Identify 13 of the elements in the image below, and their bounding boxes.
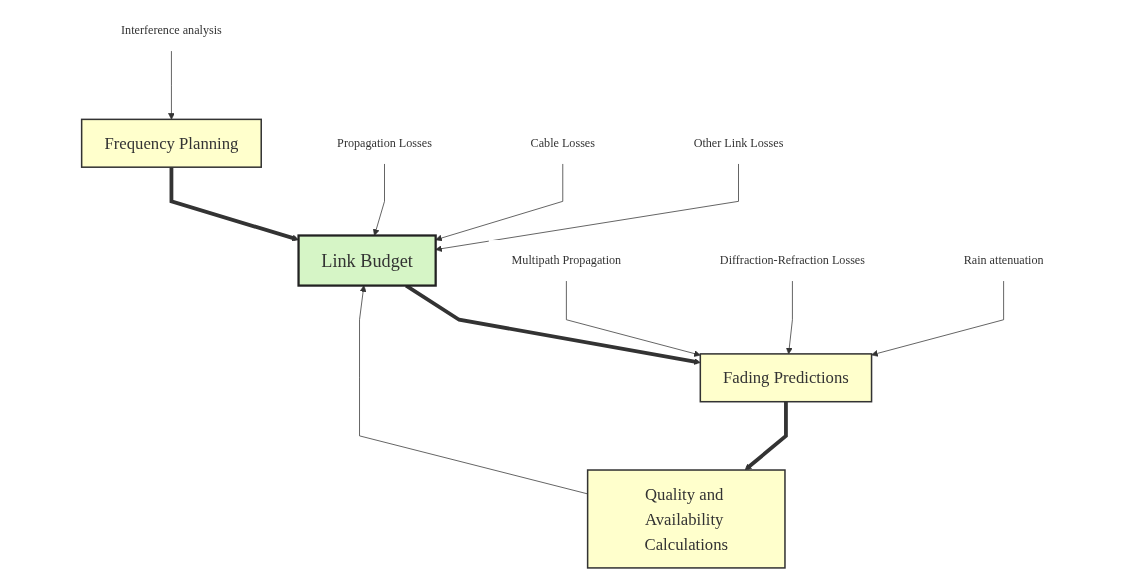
node-box: Frequency Planning <box>80 118 262 168</box>
node-text: Diffraction-Refraction Losses <box>719 253 865 267</box>
node-text: Cable Losses <box>530 135 595 149</box>
arrow <box>744 401 788 470</box>
node-text: Other Link Losses <box>693 135 784 149</box>
node-box: Link Budget <box>297 233 437 287</box>
node-box: Fading Predictions <box>699 352 873 402</box>
node-text: Rain attenuation <box>963 253 1044 267</box>
arrow <box>169 166 299 241</box>
node-text: Propagation Losses <box>337 135 432 149</box>
node-text: Multipath Propagation <box>511 253 622 267</box>
node-box: Quality and Availability Calculations <box>586 468 786 569</box>
node-text: Interference analysis <box>121 23 222 37</box>
